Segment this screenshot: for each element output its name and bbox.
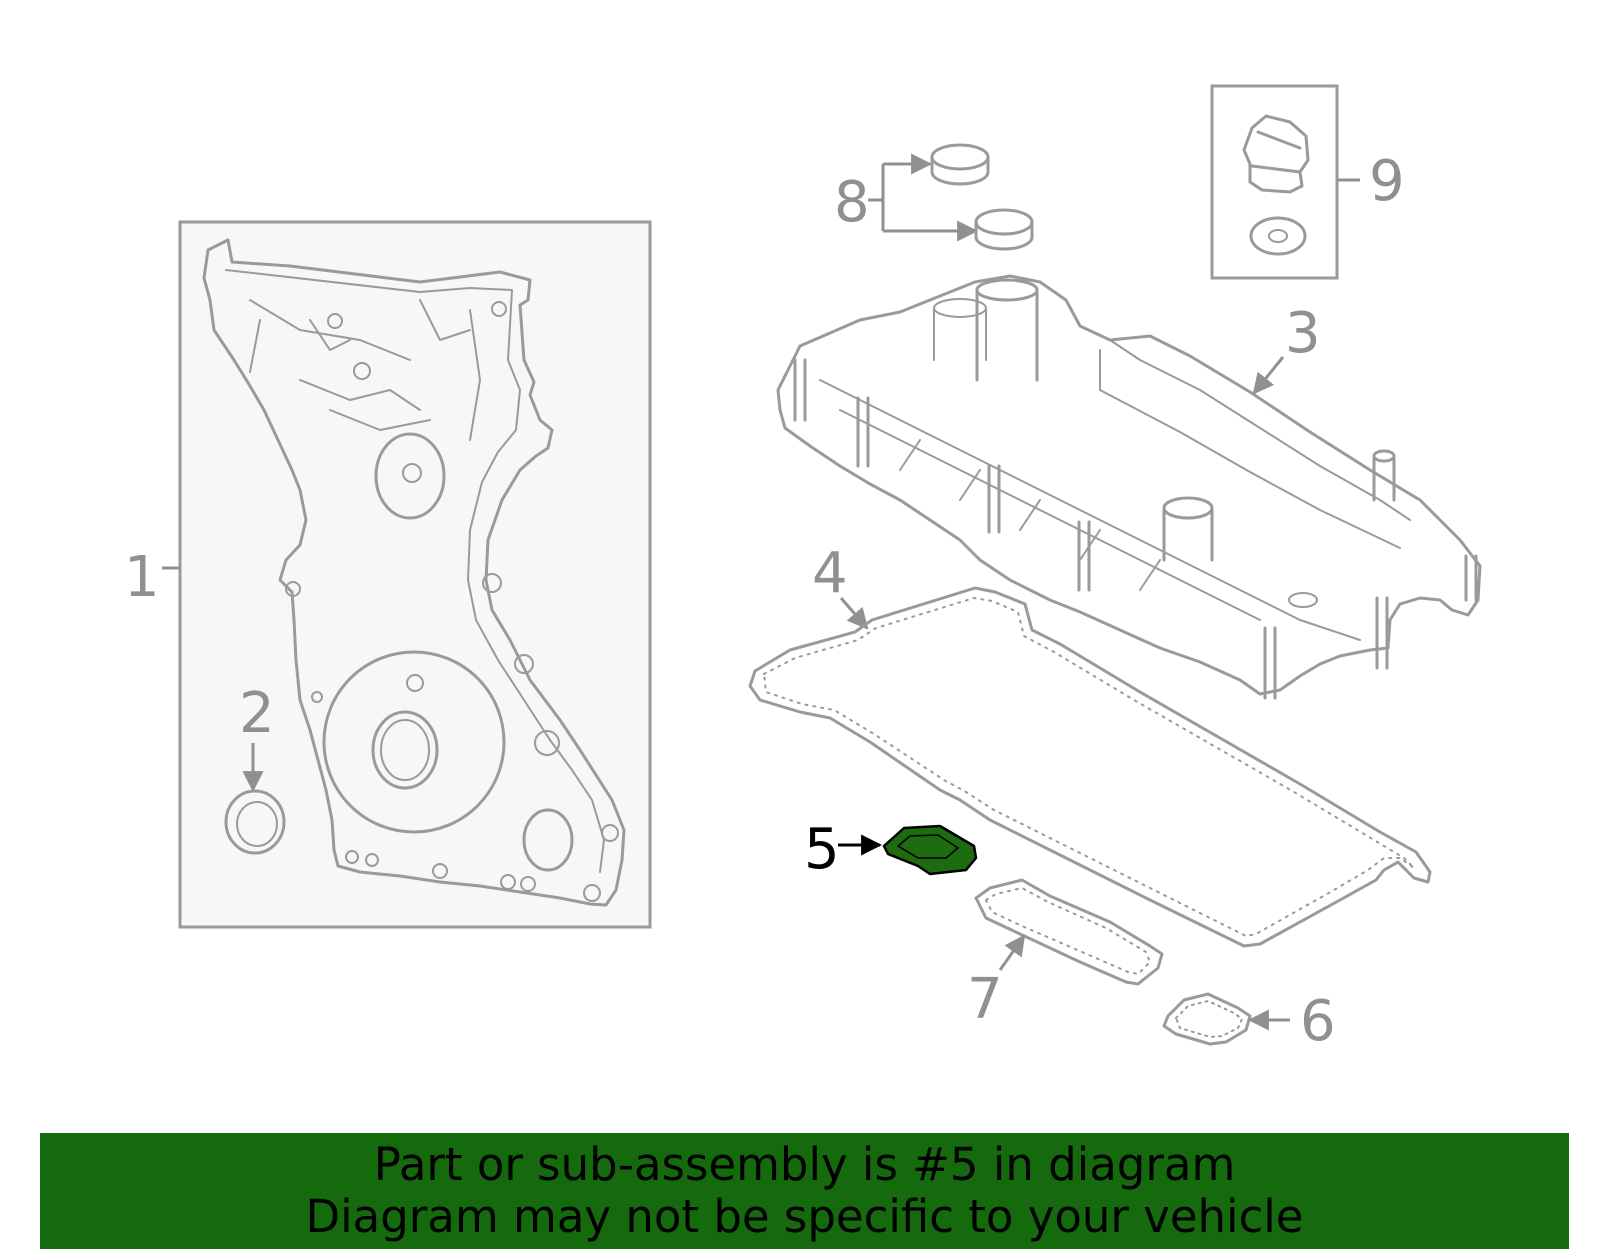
callout-4: 4 (812, 541, 848, 606)
timing-cover-small-bore (522, 808, 574, 872)
banner-line-disclaimer: Diagram may not be specific to your vehi… (305, 1190, 1304, 1243)
timing-cover-upper-boss-hole (402, 463, 422, 483)
front-seal-outer (224, 789, 286, 855)
gasket-6-inner (1175, 1000, 1243, 1038)
timing-cover-seal-bore (371, 710, 439, 790)
tube-seal-lower (974, 208, 1034, 251)
timing-cover-group: 1 (124, 220, 652, 929)
valve-cover-fill-neck (933, 278, 1039, 382)
banner-line-part: Part or sub-assembly is #5 in diagram (373, 1138, 1236, 1191)
valve-cover-breather (1162, 496, 1318, 608)
gasket-6-outer (1162, 992, 1252, 1046)
valve-cover-pcv-nipple (1372, 449, 1396, 502)
callout-8-bracket (868, 164, 885, 231)
timing-cover-inner-edge (225, 269, 605, 873)
info-banner: Part or sub-assembly is #5 in diagram Di… (40, 1133, 1569, 1249)
oil-cap-washer-hole (1268, 229, 1288, 243)
front-seal-group: 2 (224, 681, 286, 855)
callout-8: 8 (834, 170, 870, 235)
valve-cover-studs (793, 358, 1478, 700)
oil-cap-group: 9 (1210, 84, 1405, 280)
timing-cover-ribs (249, 299, 481, 441)
callout-7: 7 (967, 967, 1003, 1032)
valve-cover-gasket-inner (763, 597, 1415, 937)
valve-cover-group: 3 (776, 274, 1482, 700)
callout-3: 3 (1285, 301, 1321, 366)
callout-7-arrow (998, 934, 1026, 971)
timing-cover-outline (202, 238, 626, 907)
timing-cover-pulley-outer (322, 650, 506, 834)
gasket-7-group: 7 (967, 878, 1164, 1032)
timing-cover-upper-boss (374, 432, 446, 520)
callout-9: 9 (1369, 149, 1405, 214)
timing-cover-hole (406, 674, 424, 692)
highlighted-seal (882, 824, 978, 876)
tube-seal-upper (930, 143, 990, 186)
tube-seals-group: 8 (834, 143, 1034, 251)
callout-6: 6 (1300, 989, 1336, 1054)
valve-cover-ribs (819, 379, 1361, 641)
highlighted-seal-group: 5 (804, 817, 978, 882)
timing-cover-box (178, 220, 652, 929)
highlighted-seal-inner (896, 834, 960, 859)
gasket-6-group: 6 (1162, 989, 1336, 1054)
valve-cover-gasket-group: 4 (748, 541, 1432, 948)
oil-cap-washer (1249, 216, 1307, 256)
callout-3-arrow (1252, 356, 1285, 395)
valve-cover-gasket-outer (748, 586, 1432, 948)
valve-cover-top-rail (1099, 339, 1411, 549)
gasket-7-outer (974, 878, 1164, 986)
valve-cover-outline (776, 274, 1482, 696)
front-seal-inner (236, 801, 278, 847)
callout-2: 2 (239, 681, 275, 746)
callout-1: 1 (124, 545, 160, 610)
callout-4-arrow (839, 597, 869, 630)
oil-cap-box (1210, 84, 1339, 280)
timing-cover-seal-bore-inner (380, 719, 430, 781)
oil-cap (1242, 114, 1310, 194)
timing-cover-bolt-holes (285, 301, 619, 902)
callout-5: 5 (804, 817, 840, 882)
